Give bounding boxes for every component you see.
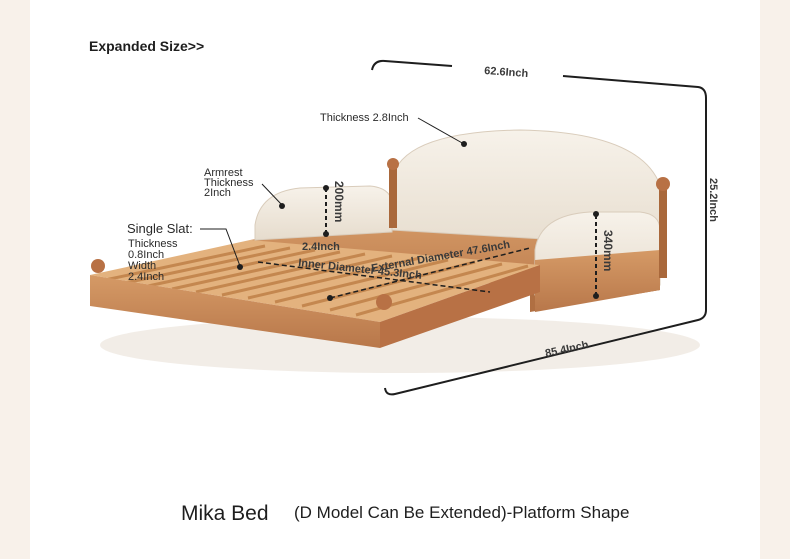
- outer-dimension-line: [384, 75, 707, 396]
- armrest-label-1: Armrest: [204, 167, 243, 179]
- leader-dot: [237, 264, 243, 270]
- armrest-label-3: 2Inch: [204, 187, 231, 199]
- platform-front-rail: [90, 275, 380, 348]
- height-label: 25.2Inch: [707, 178, 719, 222]
- product-title: Mika Bed: [181, 502, 269, 525]
- finial-ball: [91, 259, 105, 273]
- width-dimension-line-left: [371, 59, 453, 71]
- product-subtitle: (D Model Can Be Extended)-Platform Shape: [294, 503, 630, 522]
- finial-ball: [387, 158, 399, 170]
- floor-shadow: [100, 317, 700, 373]
- leader-dot: [461, 141, 467, 147]
- slat-title: Single Slat:: [127, 221, 193, 236]
- thickness-leader: [417, 117, 465, 145]
- side-height-label: 340mm: [601, 230, 615, 271]
- top-width-label: 62.6Inch: [484, 65, 529, 80]
- slat-label-3: Width: [128, 260, 156, 272]
- external-diameter-line: [329, 247, 531, 299]
- armrest-height-label: 200mm: [332, 181, 346, 222]
- slat-label-2: 0.8Inch: [128, 249, 164, 261]
- headboard-right-post: [659, 188, 667, 278]
- leader-dot: [279, 203, 285, 209]
- armrest-label-2: Thickness: [204, 177, 254, 189]
- gap-label: 2.4Inch: [302, 241, 340, 253]
- headboard-thickness-label: Thickness 2.8Inch: [320, 112, 409, 124]
- left-armrest-cushion: [254, 185, 393, 241]
- slat-leader: [200, 228, 241, 267]
- slats: [104, 244, 529, 317]
- slat-label-4: 2.4Inch: [128, 271, 164, 283]
- finial-ball: [376, 294, 392, 310]
- inner-diameter-line: [257, 261, 491, 293]
- right-side-rail: [535, 250, 660, 312]
- slat-label-1: Thickness: [128, 238, 178, 250]
- armrest-leader: [261, 183, 283, 206]
- expanded-size-heading: Expanded Size>>: [89, 38, 205, 54]
- headboard-left-post: [389, 168, 397, 228]
- platform-right-rail: [380, 265, 540, 348]
- finial-ball: [656, 177, 670, 191]
